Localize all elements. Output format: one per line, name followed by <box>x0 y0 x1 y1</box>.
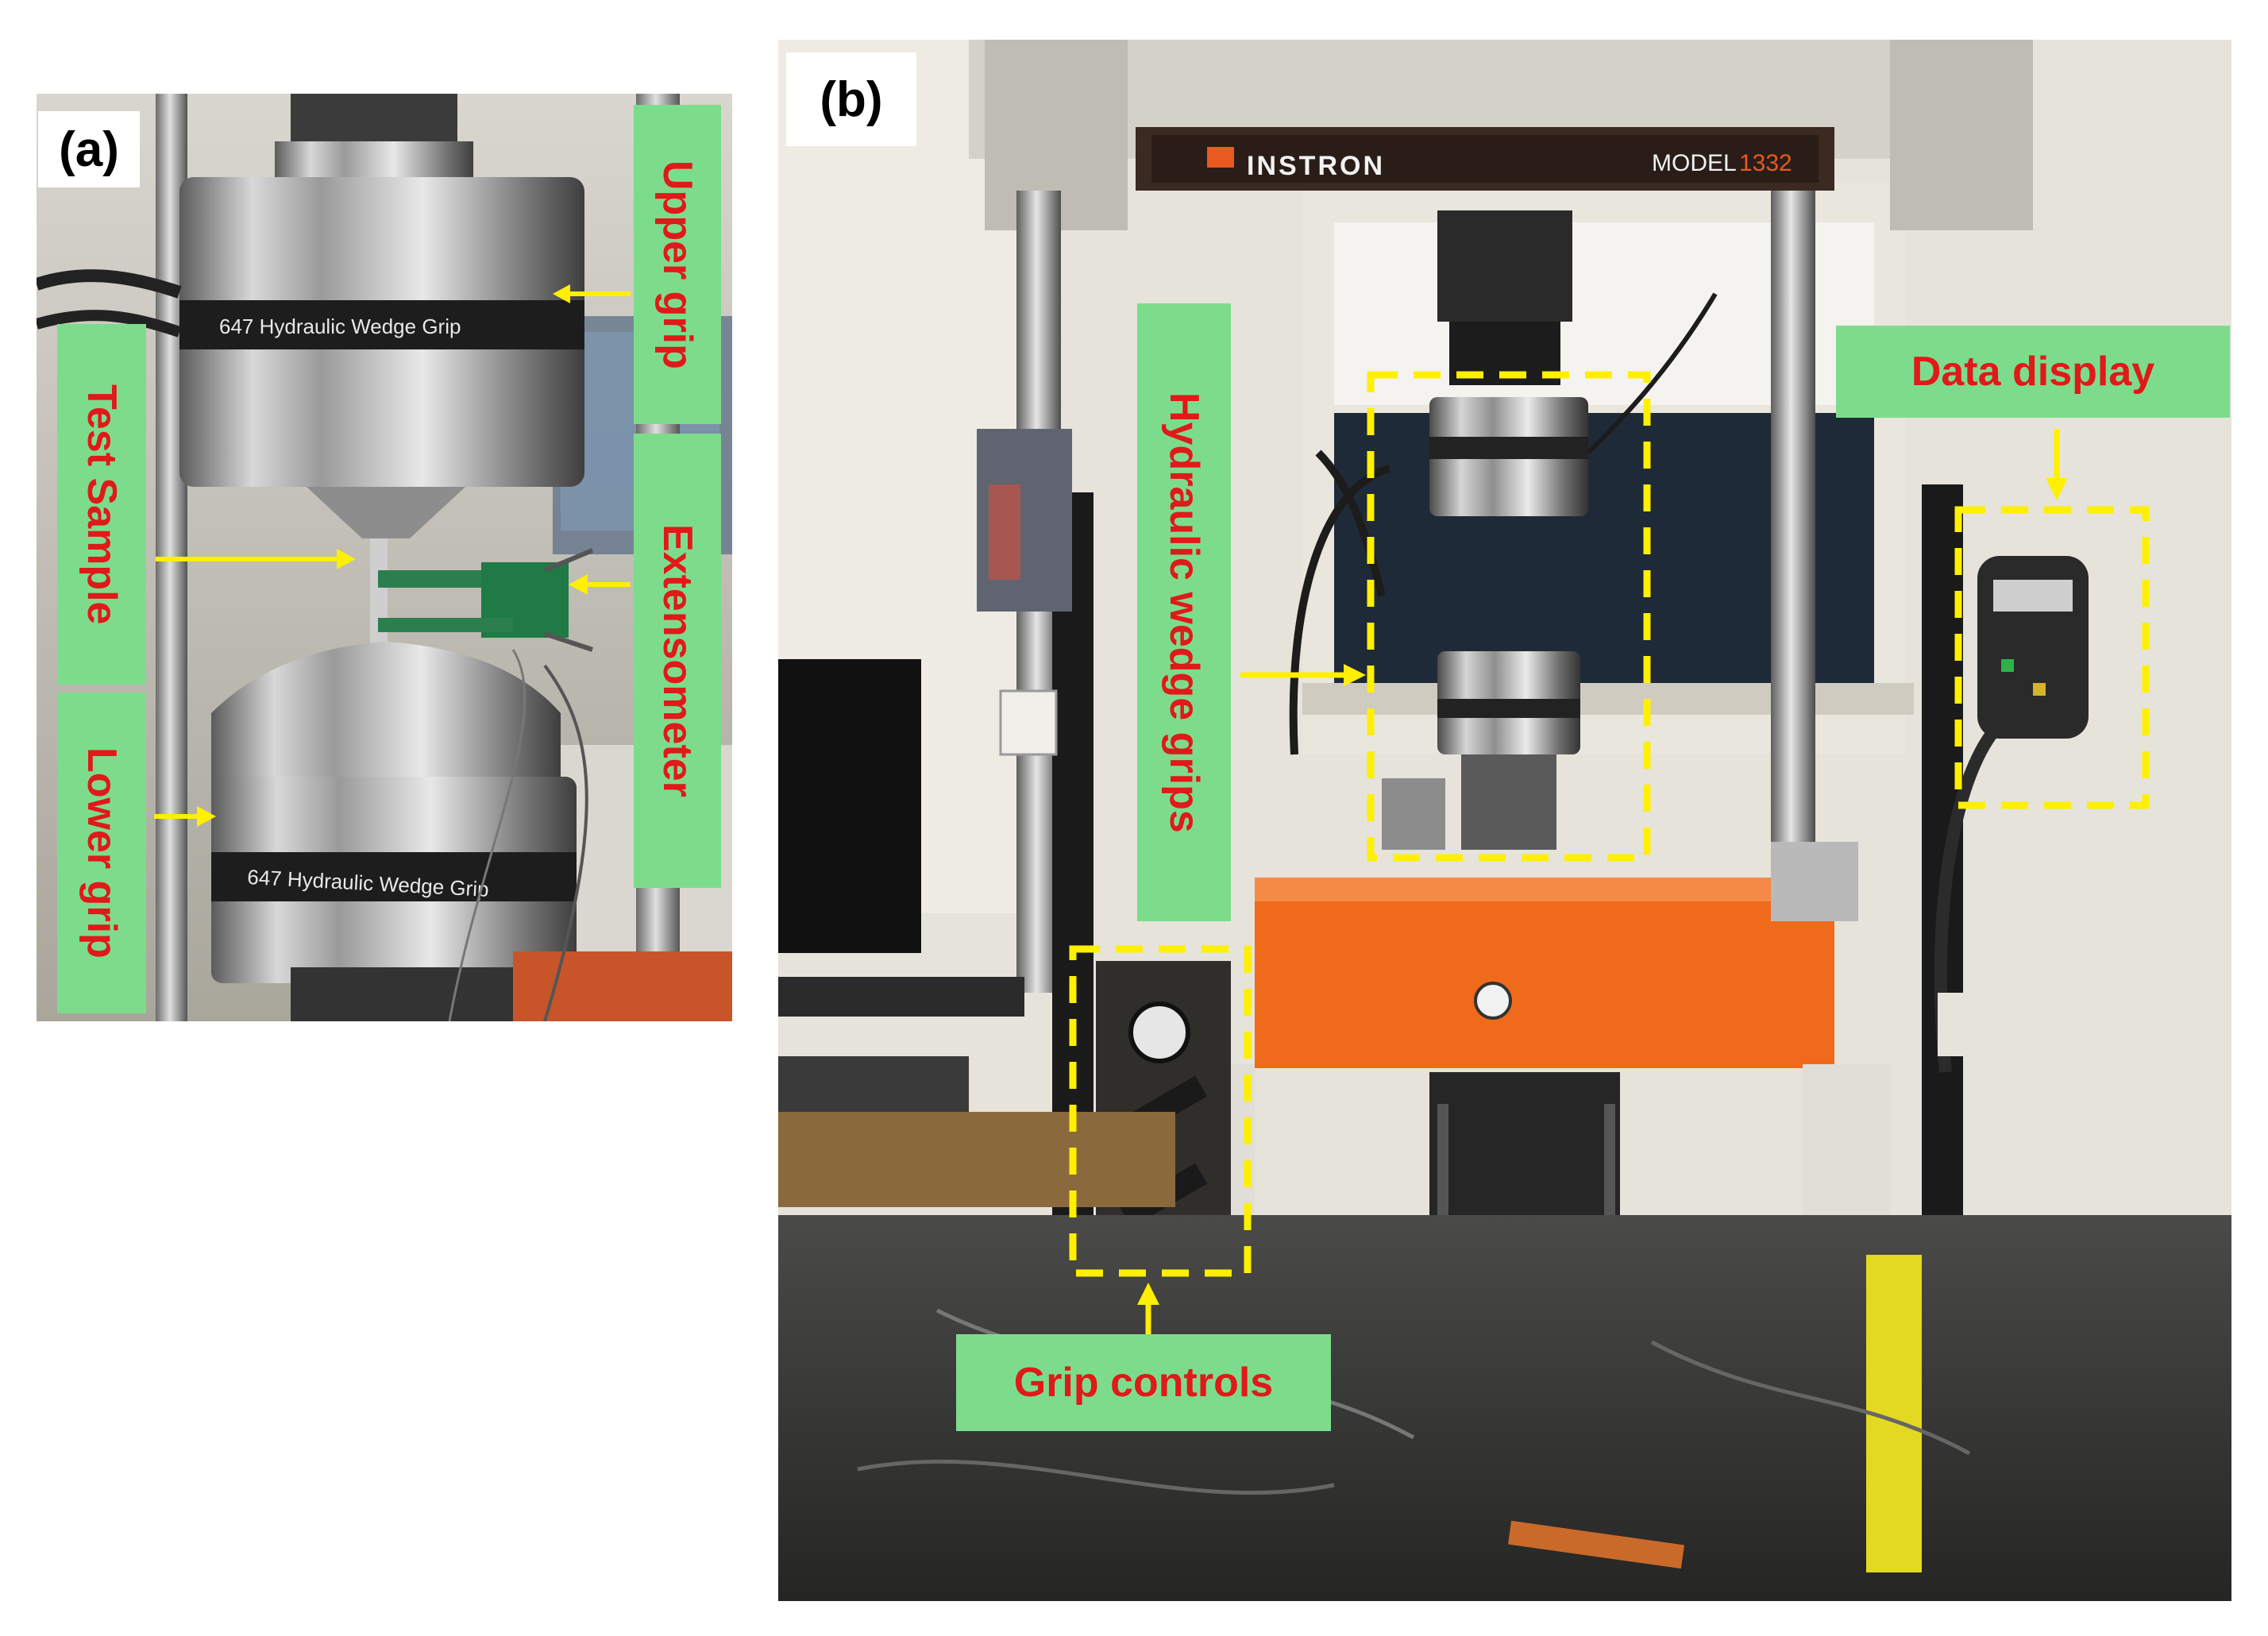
highlight-hydraulic-wedge-grips <box>1367 371 1651 862</box>
highlight-grip-controls <box>1069 945 1252 1277</box>
model-word: MODEL <box>1652 150 1737 176</box>
instron-brand: INSTRON <box>1247 151 1385 181</box>
panel-b-label: (b) <box>786 52 916 146</box>
arrow-grip-controls <box>1137 1283 1159 1334</box>
tag-grip-controls: Grip controls <box>956 1334 1331 1431</box>
upper-grip-band-text: 647 Hydraulic Wedge Grip <box>219 314 461 338</box>
highlight-data-display <box>1954 506 2150 809</box>
arrow-lower-grip <box>154 806 216 827</box>
tag-test-sample: Test Sample <box>57 324 146 685</box>
model-number: 1332 <box>1739 150 1792 176</box>
tag-lower-grip: Lower grip <box>57 693 146 1013</box>
arrow-extensometer <box>569 574 631 595</box>
tag-upper-grip: Upper grip <box>634 105 721 424</box>
tag-extensometer: Extensometer <box>634 434 721 888</box>
arrow-test-sample <box>156 549 356 569</box>
panel-a-label: (a) <box>38 111 140 187</box>
tag-hydraulic-wedge-grips: Hydraulic wedge grips <box>1137 303 1231 921</box>
arrow-upper-grip <box>553 284 631 303</box>
arrow-hydraulic-wedge-grips <box>1240 664 1366 686</box>
arrow-data-display <box>2046 429 2068 500</box>
tag-data-display: Data display <box>1836 326 2230 418</box>
